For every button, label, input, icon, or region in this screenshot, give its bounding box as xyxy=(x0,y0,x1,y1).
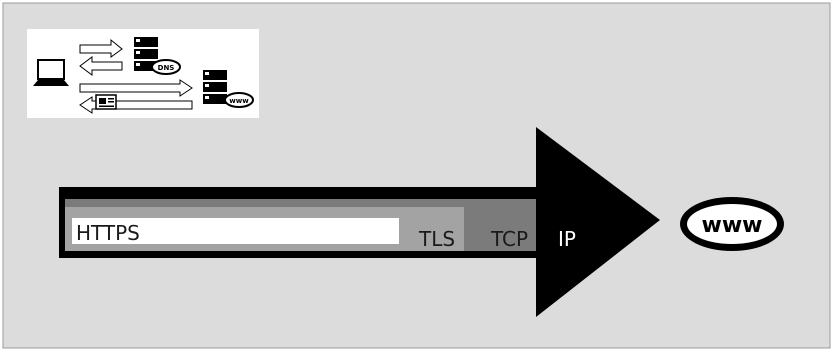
www-badge: www xyxy=(224,92,254,108)
www-label: www xyxy=(702,213,763,238)
www-badge-label: www xyxy=(229,97,249,105)
request-arrow-icon xyxy=(79,38,123,58)
document-icon xyxy=(95,94,117,110)
dns-badge: DNS xyxy=(151,59,181,75)
http-request-arrow-icon xyxy=(79,79,193,97)
https-label: HTTPS xyxy=(76,221,140,245)
response-arrow-icon xyxy=(79,56,123,76)
https-layer-shape xyxy=(72,218,399,244)
web-server-icon xyxy=(203,70,227,104)
tls-label: TLS xyxy=(418,227,455,251)
dns-badge-label: DNS xyxy=(158,64,175,72)
ip-label: IP xyxy=(558,227,576,251)
inset-panel: DNS www xyxy=(27,29,259,118)
protocol-arrow: HTTPS TLS TCP IP xyxy=(59,127,660,317)
tcp-label: TCP xyxy=(490,227,528,251)
dns-server-icon xyxy=(134,37,158,71)
destination-www: www xyxy=(680,197,784,251)
laptop-icon xyxy=(33,59,69,86)
